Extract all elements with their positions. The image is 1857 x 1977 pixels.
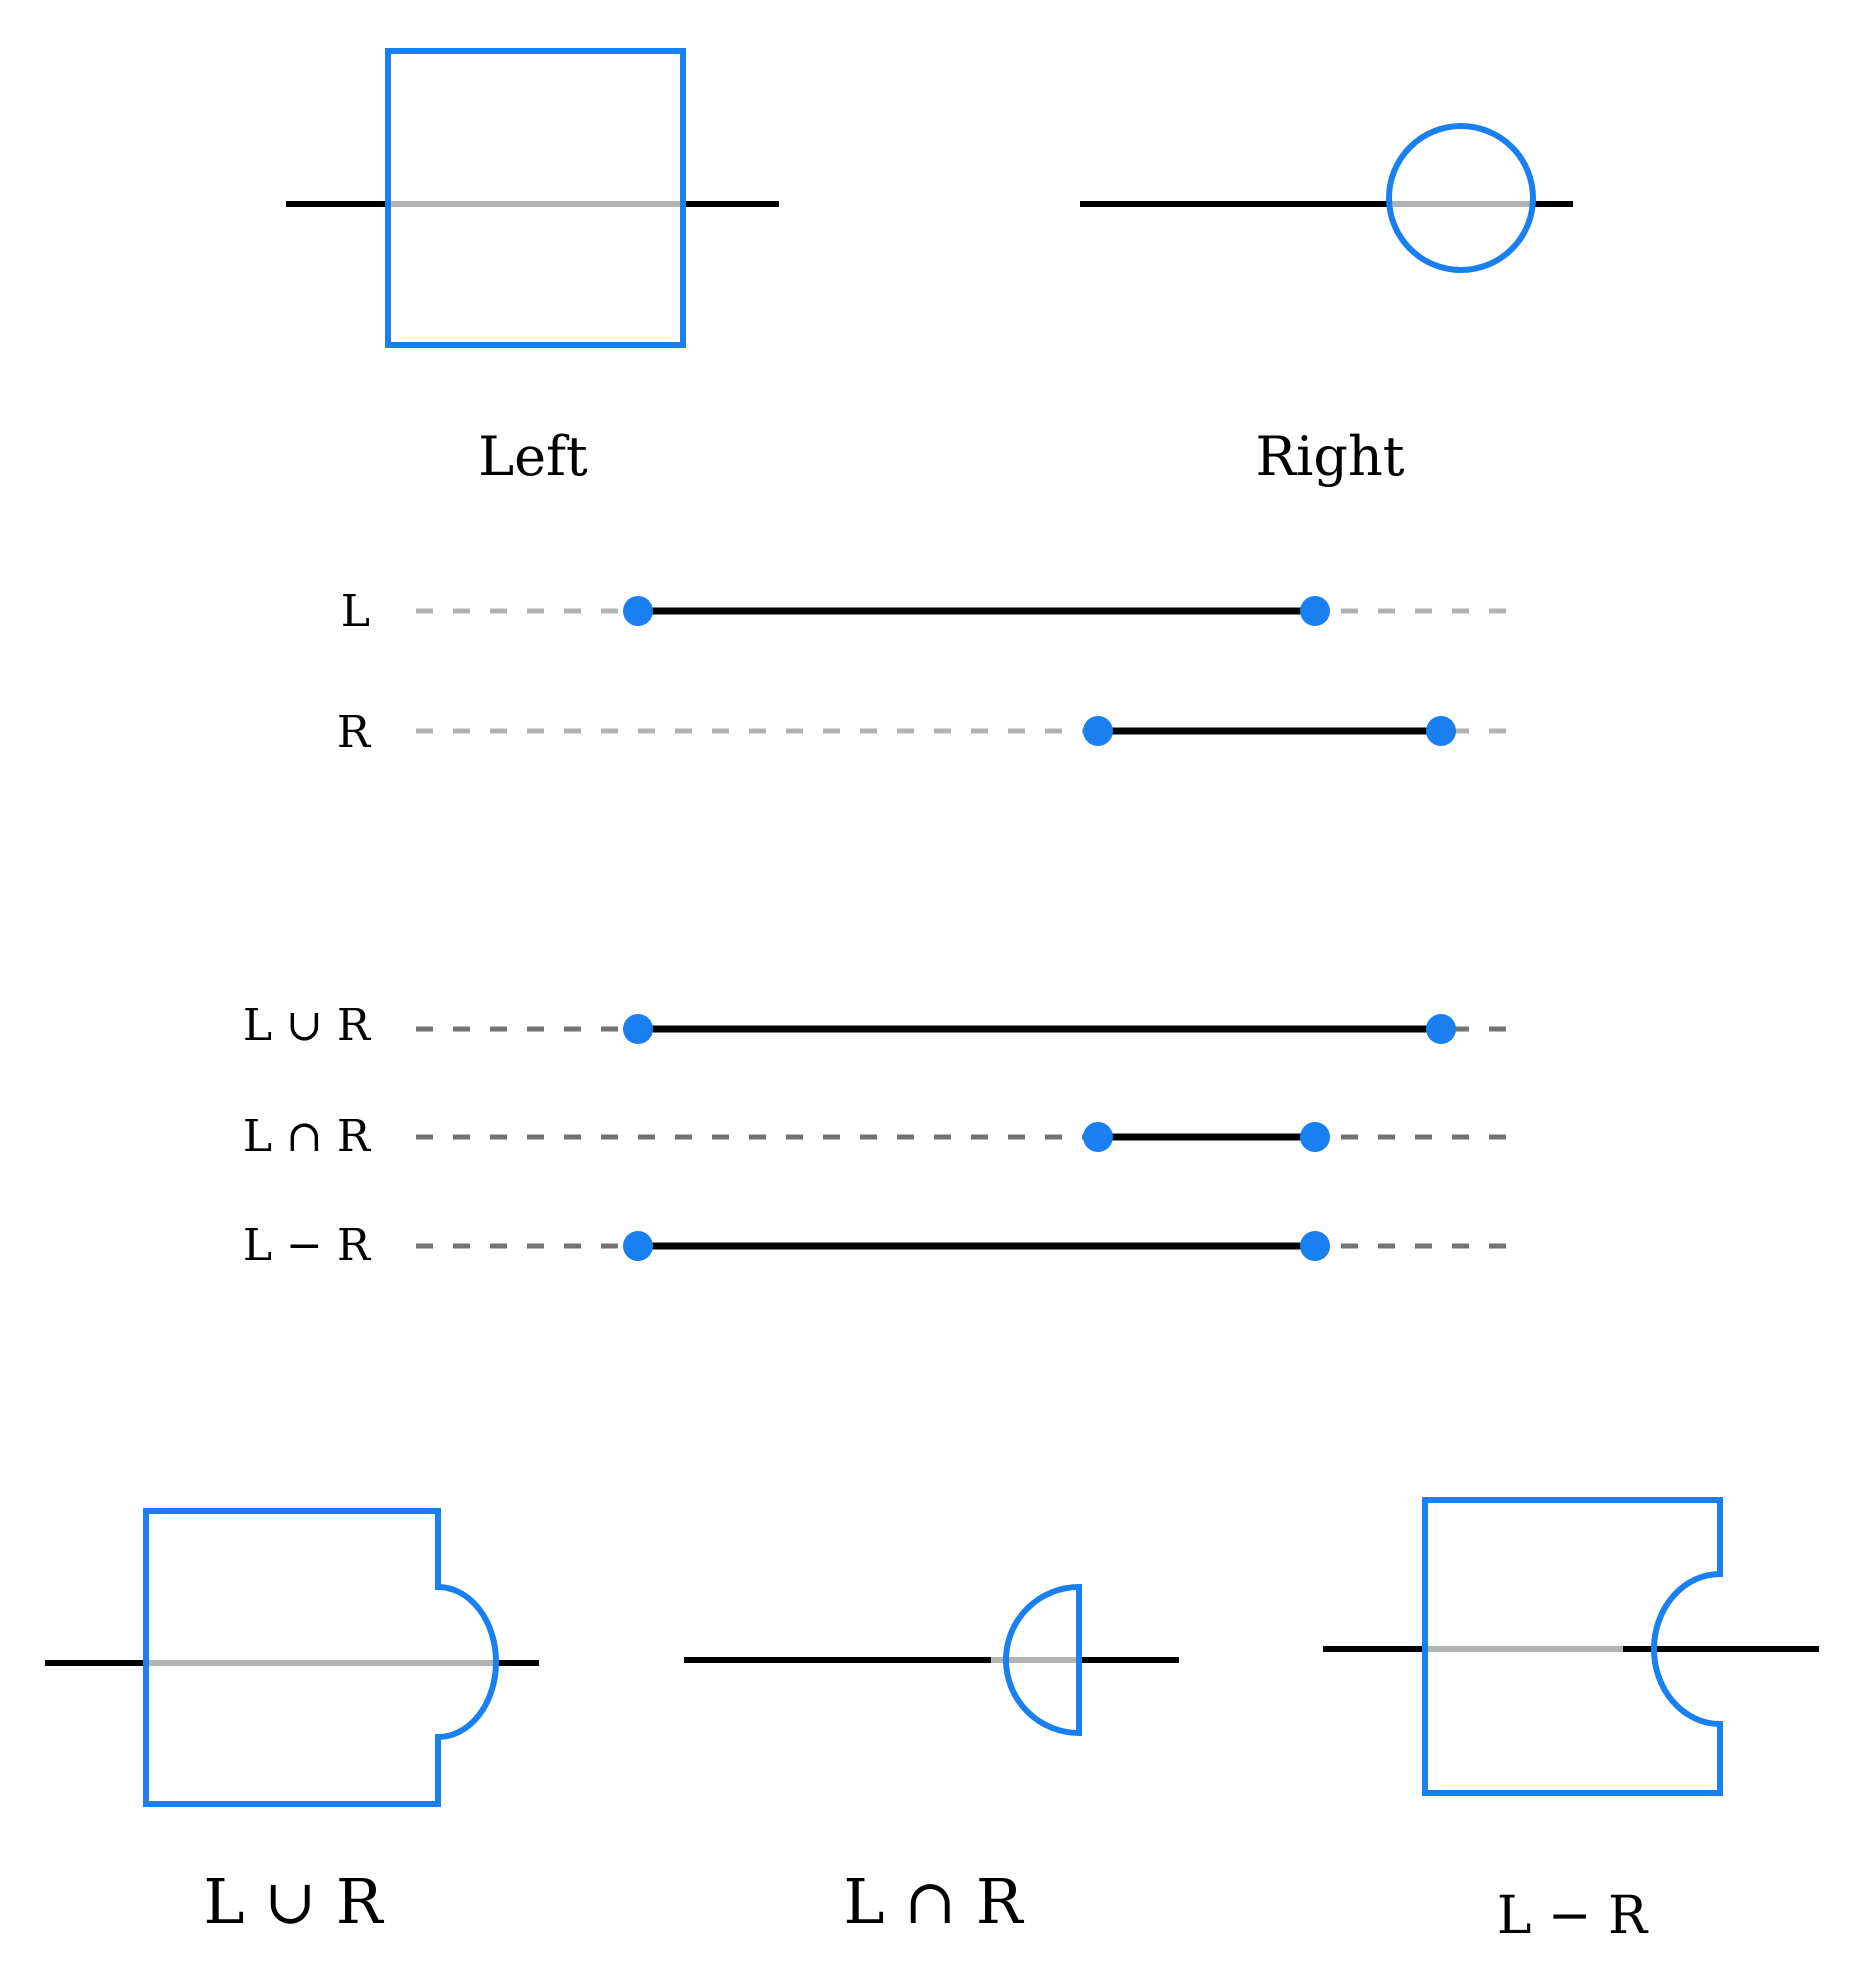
interval-row-L: L <box>341 586 1526 637</box>
intersection-shape-label: L ∩ R <box>843 1865 1025 1938</box>
union-shape-label: L ∪ R <box>203 1865 385 1938</box>
union-shape <box>143 1508 499 1807</box>
union-shape-figure <box>45 1508 539 1807</box>
left-shape-label: Left <box>478 425 588 488</box>
difference-shape-figure <box>1323 1497 1819 1796</box>
interval-end-point <box>1300 596 1330 626</box>
right-shape-figure <box>1080 123 1573 273</box>
intersection-shape <box>1003 1583 1082 1737</box>
interval-label: L ∩ R <box>243 1111 372 1162</box>
interval-label: R <box>337 707 372 758</box>
right-shape-label: Right <box>1256 425 1405 488</box>
interval-start-point <box>1083 1122 1113 1152</box>
difference-shape-label: L − R <box>1497 1886 1649 1946</box>
interval-end-point <box>1300 1122 1330 1152</box>
interval-row-difference: L − R <box>243 1220 1526 1271</box>
interval-end-point <box>1426 1014 1456 1044</box>
left-shape-figure <box>286 48 779 348</box>
intersection-shape-figure <box>684 1583 1179 1737</box>
interval-end-point <box>1300 1231 1330 1261</box>
interval-row-R: R <box>337 707 1526 758</box>
interval-row-union: L ∪ R <box>243 1000 1526 1051</box>
interval-row-intersection: L ∩ R <box>243 1111 1526 1162</box>
interval-label: L ∪ R <box>243 1000 372 1051</box>
interval-end-point <box>1426 716 1456 746</box>
interval-start-point <box>623 1231 653 1261</box>
interval-label: L <box>341 586 370 637</box>
interval-start-point <box>623 596 653 626</box>
left-square-shape <box>385 48 686 348</box>
interval-start-point <box>623 1014 653 1044</box>
interval-start-point <box>1083 716 1113 746</box>
interval-label: L − R <box>243 1220 372 1271</box>
difference-shape <box>1422 1497 1723 1796</box>
right-circle-shape <box>1386 123 1536 273</box>
